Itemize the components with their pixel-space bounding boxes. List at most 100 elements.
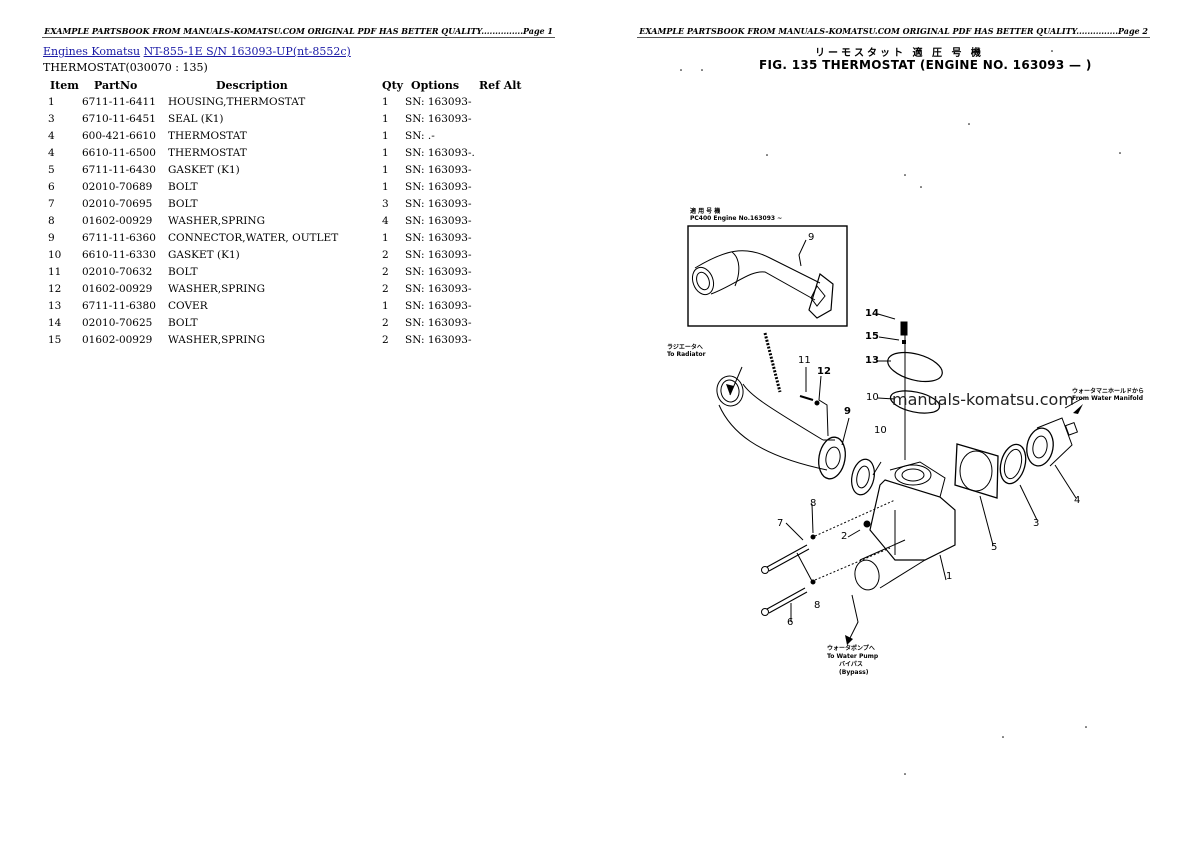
col-item: Item xyxy=(50,78,79,92)
description-cell: WASHER,SPRING xyxy=(168,333,265,346)
description-cell: BOLT xyxy=(168,197,198,210)
qty-cell: 1 xyxy=(382,180,389,193)
from-manifold-label: From Water Manifold xyxy=(1072,395,1144,402)
partno-cell: 6710-11-6451 xyxy=(82,112,156,125)
description-cell: HOUSING,THERMOSTAT xyxy=(168,95,306,108)
parts-table: Item PartNo Description Qty Options Ref … xyxy=(46,77,539,348)
options-cell: SN: 163093- xyxy=(405,333,472,346)
qty-cell: 3 xyxy=(382,197,389,210)
diagram-page: EXAMPLE PARTSBOOK FROM MANUALS-KOMATSU.C… xyxy=(595,0,1190,842)
item-cell: 6 xyxy=(48,180,55,193)
item-cell: 11 xyxy=(48,265,62,278)
inset-title-japanese: 適 用 号 機 xyxy=(690,208,721,215)
options-cell: SN: 163093- xyxy=(405,180,472,193)
qty-cell: 1 xyxy=(382,163,389,176)
partno-cell: 6711-11-6360 xyxy=(82,231,156,244)
qty-cell: 2 xyxy=(382,316,389,329)
options-cell: SN: 163093- xyxy=(405,197,472,210)
breadcrumb: Engines Komatsu NT-855-1E S/N 163093-UP(… xyxy=(43,45,351,58)
item-cell: 13 xyxy=(48,299,62,312)
partno-cell: 02010-70689 xyxy=(82,180,153,193)
qty-cell: 1 xyxy=(382,112,389,125)
col-qty: Qty xyxy=(382,78,404,92)
options-cell: SN: 163093-. xyxy=(405,146,475,159)
callout-13: 13 xyxy=(865,355,879,366)
qty-cell: 2 xyxy=(382,333,389,346)
figure-title: FIG. 135 THERMOSTAT (ENGINE NO. 163093 —… xyxy=(759,58,1092,72)
qty-cell: 1 xyxy=(382,95,389,108)
ref-alt-cell xyxy=(479,314,539,331)
qty-cell: 1 xyxy=(382,299,389,312)
partno-cell: 01602-00929 xyxy=(82,282,153,295)
callout-9-inset: 9 xyxy=(808,232,815,243)
item-cell: 8 xyxy=(48,214,55,227)
partno-cell: 6610-11-6330 xyxy=(82,248,156,261)
ref-alt-cell xyxy=(479,297,539,314)
partno-cell: 02010-70695 xyxy=(82,197,153,210)
to-radiator-label: To Radiator xyxy=(667,351,706,358)
options-cell: SN: 163093- xyxy=(405,112,472,125)
partno-cell: 01602-00929 xyxy=(82,214,153,227)
qty-cell: 2 xyxy=(382,282,389,295)
from-manifold-label-jp: ウォータマニホールドから xyxy=(1072,388,1145,395)
description-cell: BOLT xyxy=(168,180,198,193)
options-cell: SN: 163093- xyxy=(405,299,472,312)
partno-cell: 6610-11-6500 xyxy=(82,146,156,159)
col-description: Description xyxy=(216,78,288,92)
options-cell: SN: 163093- xyxy=(405,214,472,227)
qty-cell: 1 xyxy=(382,129,389,142)
col-options: Options xyxy=(411,78,460,92)
callout-11: 11 xyxy=(798,355,811,366)
callout-10: 10 xyxy=(874,425,887,436)
callout-9: 9 xyxy=(844,406,851,417)
page-header: EXAMPLE PARTSBOOK FROM MANUALS-KOMATSU.C… xyxy=(44,26,553,36)
description-cell: THERMOSTAT xyxy=(168,129,247,142)
options-cell: SN: 163093- xyxy=(405,282,472,295)
callout-10-top: 10 xyxy=(866,392,879,403)
options-cell: SN: 163093- xyxy=(405,95,472,108)
callout-12: 12 xyxy=(817,366,831,377)
description-cell: CONNECTOR,WATER, OUTLET xyxy=(168,231,339,244)
description-cell: BOLT xyxy=(168,316,198,329)
callout-1: 1 xyxy=(946,571,953,582)
breadcrumb-link-engines-komatsu[interactable]: Engines Komatsu xyxy=(43,45,141,58)
ref-alt-cell xyxy=(479,331,539,348)
ref-alt-cell xyxy=(479,144,539,161)
item-cell: 12 xyxy=(48,282,62,295)
description-cell: GASKET (K1) xyxy=(168,248,240,261)
ref-alt-cell xyxy=(479,110,539,127)
to-pump-label: To Water Pump xyxy=(827,653,879,660)
item-cell: 1 xyxy=(48,95,55,108)
item-cell: 9 xyxy=(48,231,55,244)
bypass-label: (Bypass) xyxy=(839,669,869,676)
options-cell: SN: 163093- xyxy=(405,163,472,176)
options-cell: SN: 163093- xyxy=(405,265,472,278)
inset-applicability-label: PC400 Engine No.163093 ~ xyxy=(690,215,783,222)
description-cell: WASHER,SPRING xyxy=(168,282,265,295)
partno-cell: 01602-00929 xyxy=(82,333,153,346)
partno-cell: 6711-11-6380 xyxy=(82,299,156,312)
watermark: manuals-komatsu.com xyxy=(892,390,1074,409)
item-cell: 14 xyxy=(48,316,62,329)
parts-list-page: EXAMPLE PARTSBOOK FROM MANUALS-KOMATSU.C… xyxy=(42,26,555,348)
description-cell: THERMOSTAT xyxy=(168,146,247,159)
callout-8-lower: 8 xyxy=(814,600,821,611)
callout-7: 7 xyxy=(777,518,784,529)
item-cell: 7 xyxy=(48,197,55,210)
col-partno: PartNo xyxy=(94,78,138,92)
page-header: EXAMPLE PARTSBOOK FROM MANUALS-KOMATSU.C… xyxy=(639,26,1148,36)
breadcrumb-link-model[interactable]: NT-855-1E S/N 163093-UP(nt-8552c) xyxy=(143,45,351,58)
ref-alt-cell xyxy=(479,178,539,195)
item-cell: 5 xyxy=(48,163,55,176)
to-pump-label-jp: ウォータポンプへ xyxy=(827,645,875,652)
description-cell: BOLT xyxy=(168,265,198,278)
qty-cell: 1 xyxy=(382,146,389,159)
description-cell: GASKET (K1) xyxy=(168,163,240,176)
